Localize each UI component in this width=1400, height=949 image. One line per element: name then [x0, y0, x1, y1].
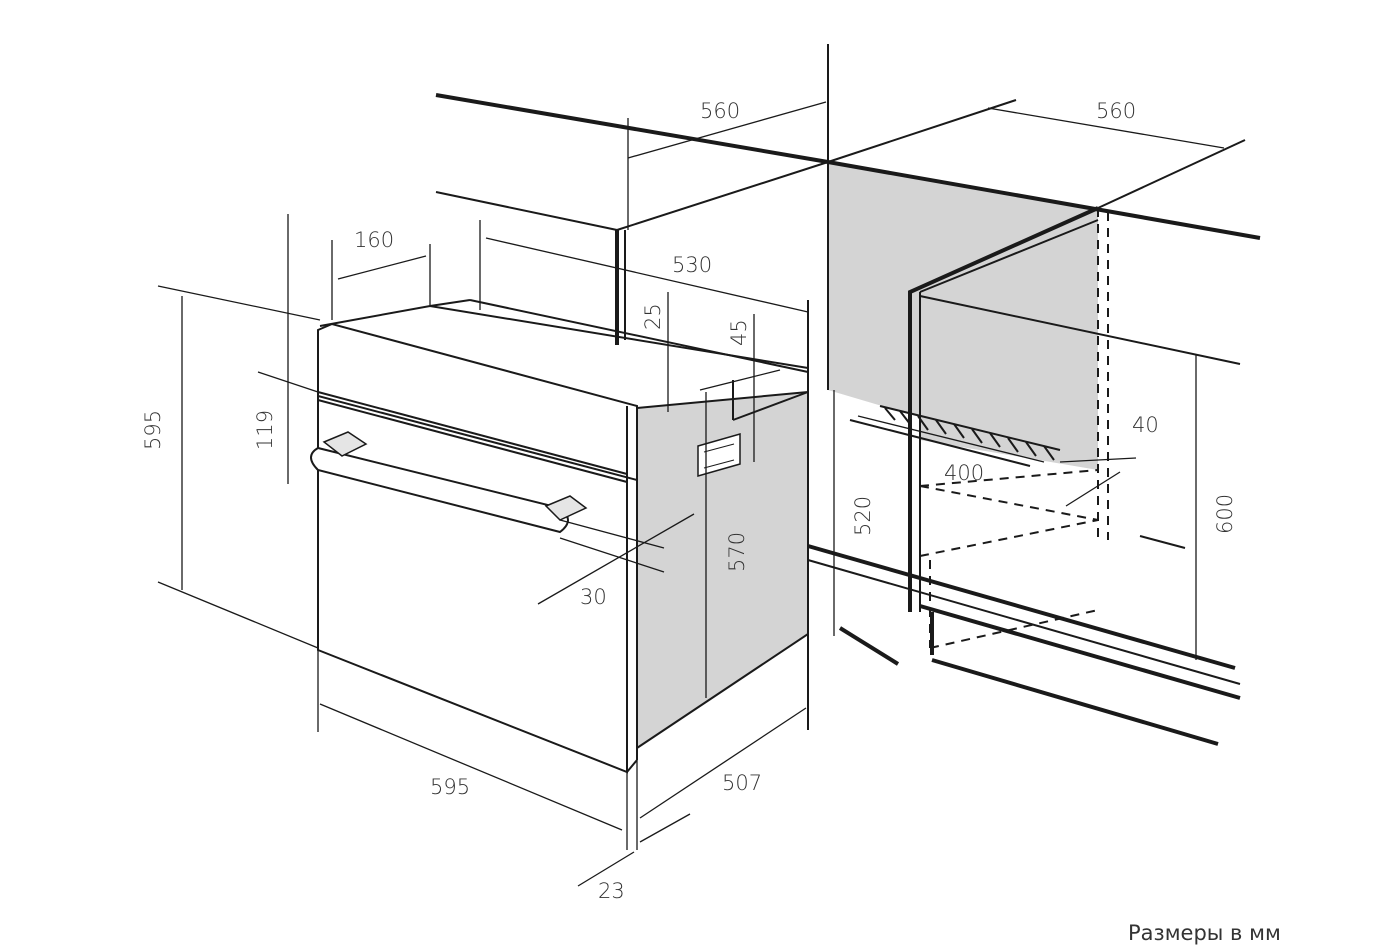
- countertop-edge-back-right: [1097, 139, 1246, 209]
- plinth-line-2: [807, 559, 1241, 685]
- niche-floor-dash: [919, 485, 1099, 521]
- niche-floor-mid: [919, 519, 1099, 557]
- dim-label-520: 520: [851, 496, 875, 536]
- dim-label-160: 160: [354, 228, 394, 252]
- dim-label-25: 25: [641, 303, 665, 330]
- side-vent: [697, 433, 741, 477]
- oven-handle: [310, 431, 588, 534]
- dim-label-560-left: 560: [700, 99, 740, 123]
- oven-top-notch-2: [732, 391, 809, 421]
- plinth-line-4: [838, 626, 900, 666]
- oven-side-top: [636, 391, 809, 409]
- oven-top-back: [429, 299, 471, 307]
- dim-label-40: 40: [1132, 413, 1159, 437]
- left-cabinet-top-back: [616, 161, 829, 231]
- dim-label-45: 45: [727, 319, 751, 346]
- countertop-edge-back: [827, 99, 1017, 163]
- niche-floor-front: [919, 469, 1099, 487]
- dim-label-507: 507: [722, 771, 762, 795]
- plinth-short: [1139, 535, 1186, 549]
- left-cabinet-top-edge: [435, 191, 618, 231]
- dim-label-400: 400: [944, 461, 984, 485]
- dim-label-530: 530: [672, 253, 712, 277]
- oven-side-bottom: [636, 633, 809, 749]
- oven-side-panel: [637, 392, 808, 748]
- dim-label-595-vertical: 595: [141, 410, 165, 450]
- plinth-line-5: [931, 658, 1219, 746]
- plinth-line-3: [919, 604, 1241, 700]
- niche-floor-bottom: [929, 609, 1099, 649]
- units-caption: Размеры в мм: [1128, 921, 1281, 945]
- cabinet-right-side-wall: [920, 258, 1098, 470]
- niche-front-frame: [908, 206, 1099, 612]
- dim-label-119: 119: [253, 410, 277, 450]
- dim-label-30: 30: [580, 585, 607, 609]
- oven-top-back-2: [469, 299, 809, 373]
- plinth-line-1: [807, 544, 1236, 670]
- oven-door: [317, 330, 628, 774]
- vent-slots: [849, 405, 1061, 467]
- niche-mid-line: [919, 295, 1241, 365]
- dim-label-595-horizontal: 595: [430, 775, 470, 799]
- oven-control-panel: [317, 322, 638, 482]
- countertop-edge-left: [435, 93, 829, 164]
- niche-top-inner: [919, 219, 1099, 293]
- dim-label-560-right: 560: [1096, 99, 1136, 123]
- dim-label-23: 23: [598, 879, 625, 903]
- dim-label-600: 600: [1213, 494, 1237, 534]
- dim-label-570: 570: [725, 532, 749, 572]
- countertop-edge-right: [827, 160, 1261, 240]
